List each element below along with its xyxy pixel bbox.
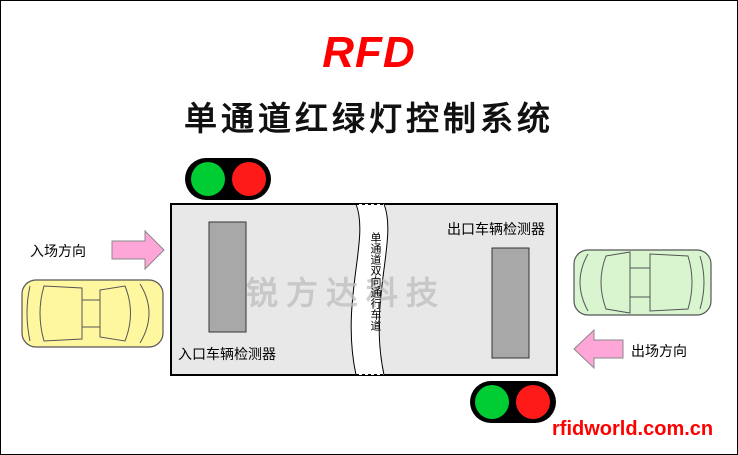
arrow-icon	[111, 229, 165, 271]
car-icon	[573, 249, 712, 316]
traffic-light-icon	[470, 381, 556, 423]
traffic-light-icon	[185, 158, 271, 200]
lane-label: 单通道双向通行车道	[369, 232, 382, 331]
entry-direction-label: 入场方向	[30, 244, 86, 260]
entry-detector-label: 入口车辆检测器	[178, 347, 276, 363]
car-icon	[21, 279, 164, 348]
logo-text: RFD	[322, 28, 416, 77]
exit-direction-label: 出场方向	[631, 344, 687, 360]
exit-detector	[491, 247, 530, 359]
website-label: rfidworld.com.cn	[552, 418, 714, 440]
watermark: 锐方达科技	[246, 274, 447, 312]
entry-detector	[208, 221, 247, 333]
arrow-icon	[573, 328, 624, 370]
exit-detector-label: 出口车辆检测器	[447, 222, 545, 238]
page-title: 单通道红绿灯控制系统	[184, 99, 554, 138]
